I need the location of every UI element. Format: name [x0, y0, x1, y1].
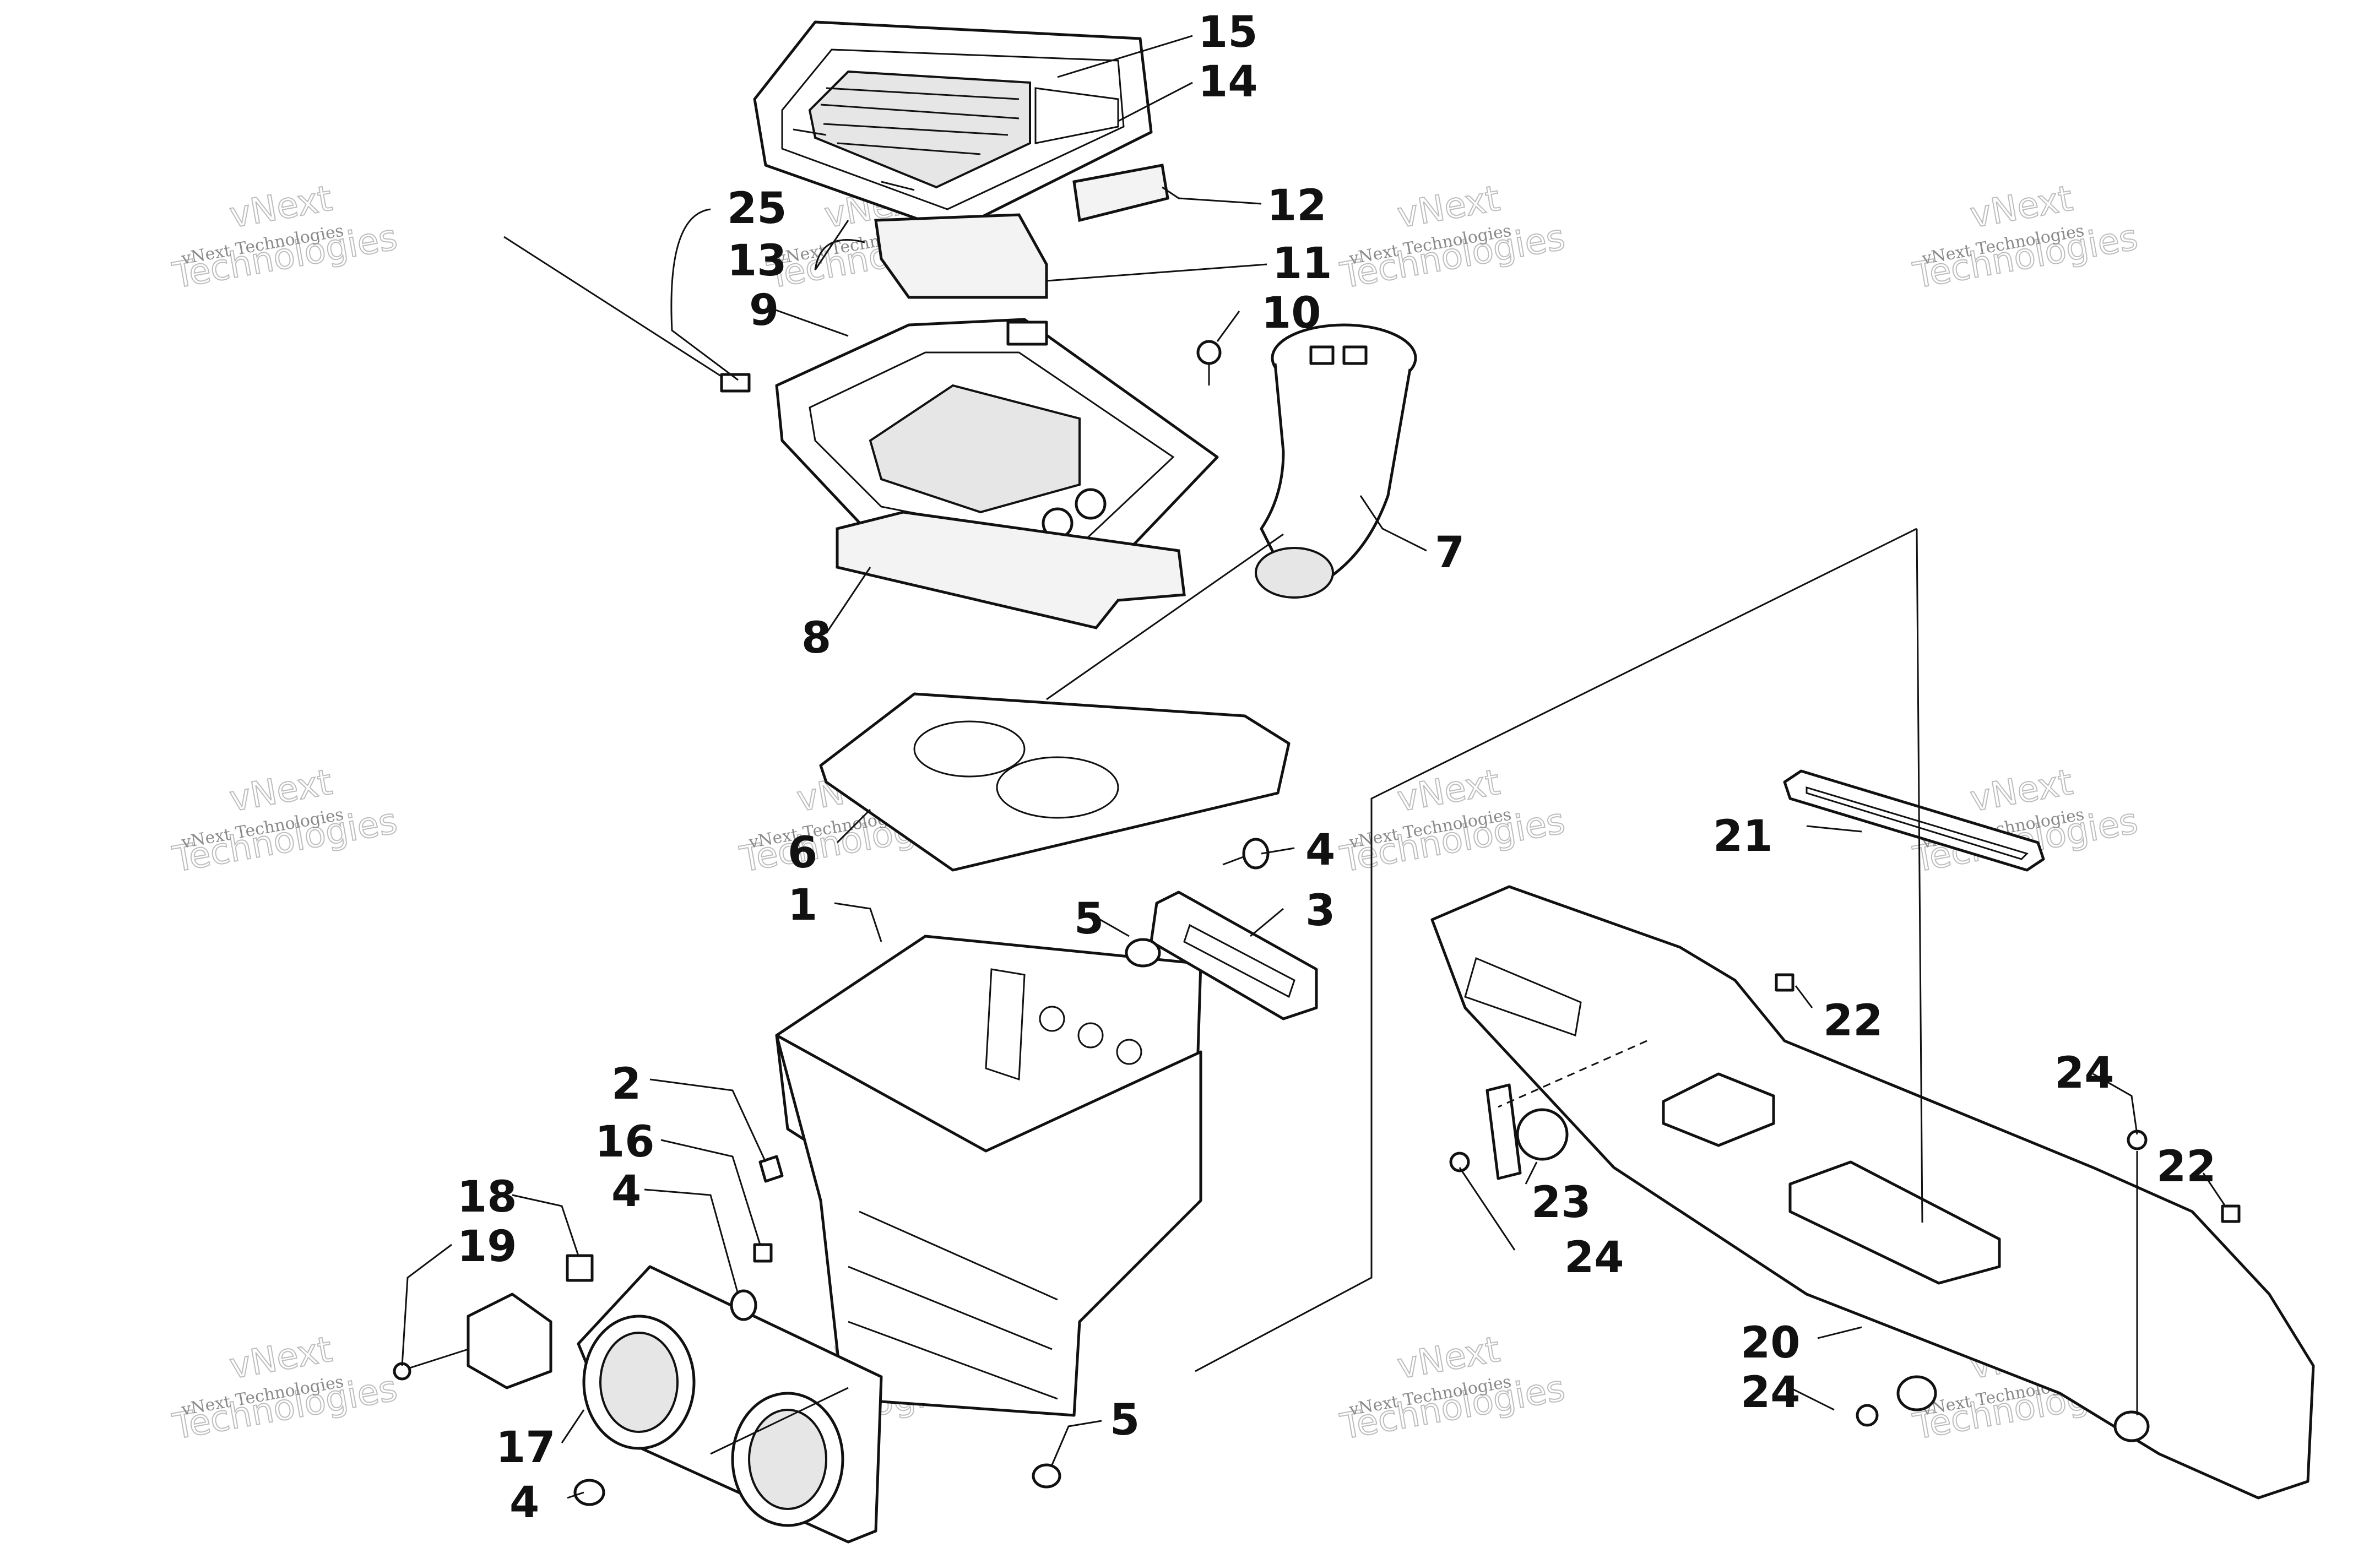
screw-4-lower-part — [573, 1479, 605, 1506]
screw-4-middle-part — [730, 1289, 757, 1321]
callout-10: 10 — [1261, 289, 1321, 338]
callout-1: 1 — [788, 881, 817, 930]
grommet-5-lower-part — [1032, 1463, 1061, 1489]
foam-pad-8-part — [836, 511, 1186, 629]
callout-2: 2 — [611, 1060, 641, 1109]
callout-21: 21 — [1713, 812, 1773, 861]
callout-5: 5 — [1074, 894, 1104, 944]
clip-16-part — [753, 1243, 773, 1263]
callout-8: 8 — [801, 613, 831, 663]
callout-4: 4 — [611, 1167, 641, 1217]
callout-19: 19 — [457, 1222, 517, 1272]
screw-10-part — [1196, 340, 1222, 385]
callout-4: 4 — [1305, 826, 1335, 875]
callout-6: 6 — [788, 828, 817, 878]
nut-22-upper-part — [1775, 973, 1795, 992]
front-plenum-part — [577, 1265, 883, 1544]
callout-24: 24 — [2054, 1049, 2115, 1098]
rectangular-gasket-part — [1783, 769, 2045, 872]
callout-14: 14 — [1198, 57, 1258, 107]
callout-15: 15 — [1198, 8, 1258, 57]
callout-24: 24 — [1564, 1233, 1624, 1283]
callout-3: 3 — [1305, 886, 1335, 936]
callout-5: 5 — [1110, 1395, 1140, 1445]
spacer-18-part — [566, 1254, 594, 1282]
callout-25: 25 — [727, 184, 787, 234]
gasket-plate-part — [819, 692, 1291, 872]
callout-12: 12 — [1267, 181, 1327, 231]
long-duct-part — [1430, 885, 2315, 1500]
callout-17: 17 — [496, 1423, 556, 1473]
bolt-19-part — [393, 1293, 552, 1389]
screw-24-left-part — [1449, 1152, 1470, 1172]
callout-11: 11 — [1272, 239, 1332, 289]
leader-lines — [401, 35, 2226, 1499]
callout-22: 22 — [1823, 996, 1883, 1046]
callout-7: 7 — [1435, 528, 1465, 578]
bushing-2-part — [758, 1155, 784, 1183]
air-filter-lid-part — [753, 20, 1153, 233]
air-box-main-part — [775, 935, 1202, 1417]
foam-pad-11-part — [874, 213, 1048, 299]
foam-pad-12-part — [1072, 164, 1169, 222]
filter-tray-part — [775, 318, 1219, 580]
bracket-23-part — [1486, 1083, 1569, 1180]
nut-22-lower-part — [2221, 1204, 2241, 1223]
intake-elbow-part — [1255, 323, 1417, 599]
callout-24: 24 — [1741, 1368, 1801, 1418]
screw-4-upper-part — [1222, 838, 1270, 870]
callout-20: 20 — [1741, 1318, 1801, 1368]
grommet-5-upper-part — [1125, 938, 1161, 968]
callout-16: 16 — [595, 1117, 655, 1167]
callout-22: 22 — [2156, 1142, 2216, 1192]
callout-9: 9 — [749, 286, 779, 335]
callout-4: 4 — [509, 1478, 539, 1528]
screw-24-bottom-part — [1856, 1375, 1937, 1427]
callout-labels: 15 14 12 25 13 11 9 10 7 8 6 4 1 5 3 21 … — [457, 8, 2216, 1528]
callout-23: 23 — [1531, 1178, 1591, 1228]
cable-tie-part — [503, 236, 751, 393]
callout-13: 13 — [727, 236, 787, 286]
callout-18: 18 — [457, 1172, 517, 1222]
